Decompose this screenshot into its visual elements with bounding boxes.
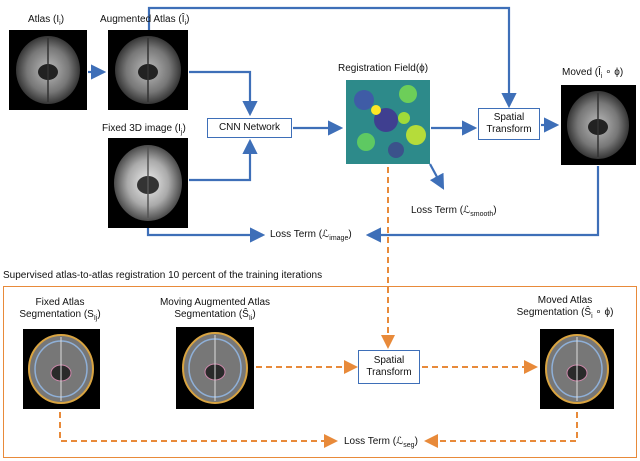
augmented-atlas-image <box>108 30 188 110</box>
arrow-augmented-to-spatial <box>147 6 517 109</box>
moved-image <box>561 85 636 165</box>
atlas-image <box>9 30 87 110</box>
loss-image-label: Loss Term (ℒimage) <box>270 229 352 242</box>
moving-augmented-atlas-segmentation-image <box>176 327 254 409</box>
registration-field-image <box>346 80 430 164</box>
fixed-image-label: Fixed 3D image (Ij) <box>102 123 186 136</box>
fixed-atlas-segmentation-image <box>23 329 100 409</box>
arrow-fixed-to-loss-image <box>146 227 266 243</box>
fixed-image <box>108 138 188 228</box>
cnn-network-label: CNN Network <box>218 122 281 133</box>
atlas-label: Atlas (Ii) <box>28 14 65 27</box>
cnn-network-box: CNN Network <box>207 118 292 138</box>
arrow-moved-seg-to-loss-seg <box>424 412 578 448</box>
arrow-fixed-to-cnn <box>189 138 258 182</box>
moved-atlas-segmentation-image <box>540 329 614 409</box>
moved-seg-label: Moved Atlas Segmentation (Ŝi ∘ ϕ) <box>516 295 614 320</box>
loss-seg-label: Loss Term (ℒseg) <box>344 436 418 449</box>
augmented-atlas-label: Augmented Atlas (Îi) <box>100 14 190 27</box>
moved-label: Moved (Îi ∘ ϕ) <box>562 67 624 80</box>
arrow-field-to-loss-smooth <box>429 163 445 190</box>
spatial-transform-bottom-box: Spatial Transform <box>358 350 420 384</box>
loss-smooth-label: Loss Term (ℒsmooth) <box>411 205 497 218</box>
supervised-panel <box>3 286 637 458</box>
spatial-transform-top-box: Spatial Transform <box>478 108 540 140</box>
arrow-moved-to-loss-image <box>365 166 600 243</box>
arrow-fixed-seg-to-loss-seg <box>59 412 338 448</box>
moving-seg-label: Moving Augmented Atlas Segmentation (ŜIi… <box>159 297 271 322</box>
supervised-caption: Supervised atlas-to-atlas registration 1… <box>3 270 323 281</box>
spatial-transform-top-line1: Spatial <box>493 112 525 123</box>
arrow-augmented-to-cnn <box>189 70 258 117</box>
fixed-seg-label: Fixed Atlas Segmentation (SIj) <box>19 297 101 322</box>
spatial-transform-bottom-line1: Spatial <box>373 355 405 366</box>
spatial-transform-bottom-line2: Transform <box>366 367 412 378</box>
spatial-transform-top-line2: Transform <box>486 124 532 135</box>
registration-field-label: Registration Field(ϕ) <box>338 63 429 74</box>
